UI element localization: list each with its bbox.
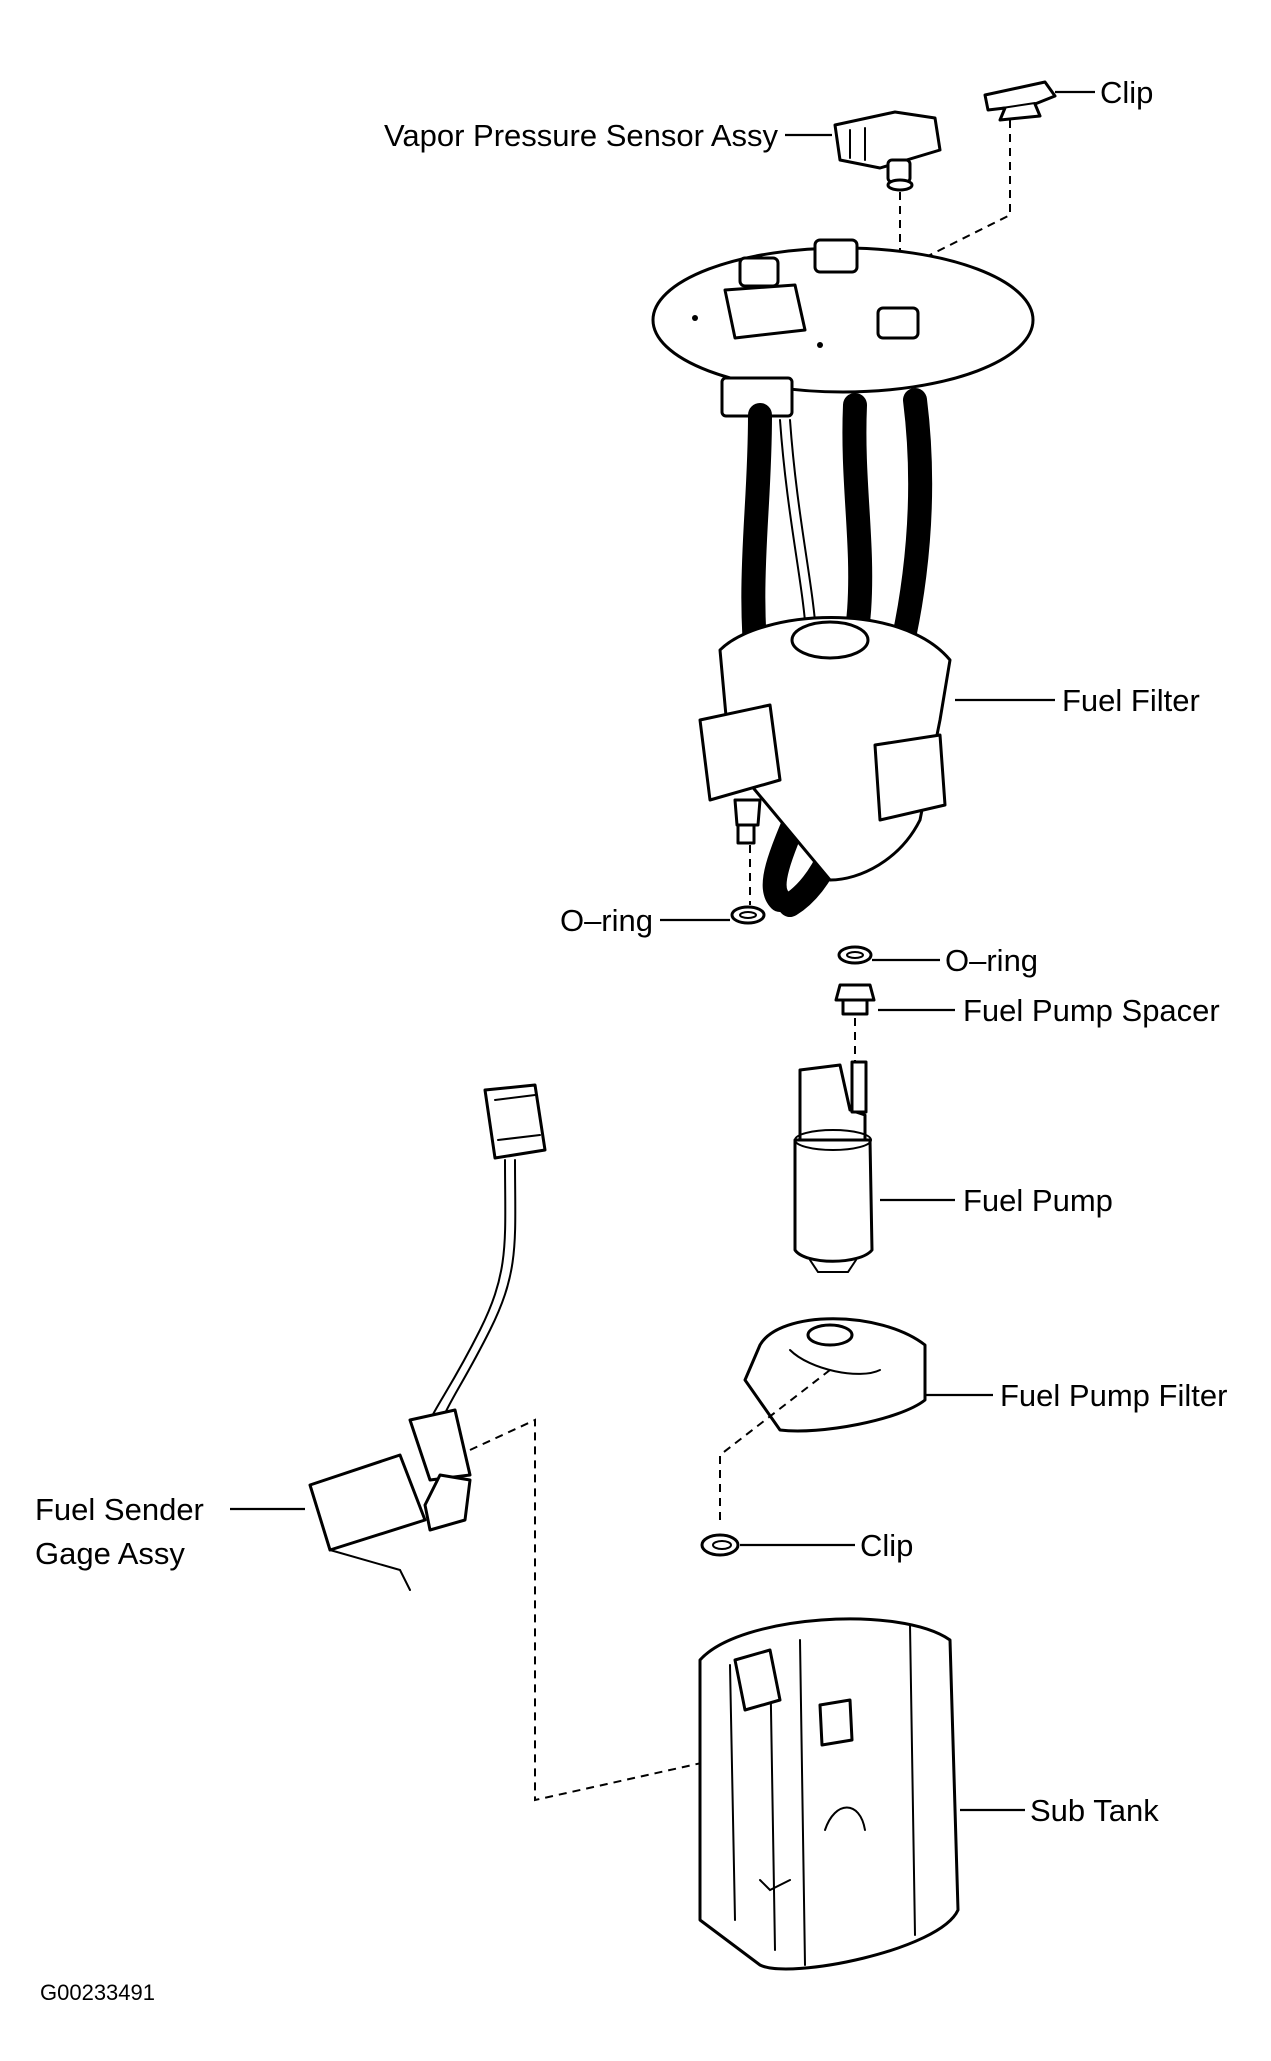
label-pump-spacer: Fuel Pump Spacer <box>963 993 1220 1028</box>
label-fuel-pump: Fuel Pump <box>963 1183 1113 1218</box>
label-fuel-filter: Fuel Filter <box>1062 683 1200 718</box>
label-clip-bottom: Clip <box>860 1528 913 1563</box>
sub-tank-part <box>698 1617 960 1971</box>
pump-flange-part <box>651 238 1035 418</box>
label-fuel-sender-line1: Fuel Sender <box>35 1492 204 1527</box>
figure-code: G00233491 <box>40 1980 155 2005</box>
vapor-pressure-sensor-part <box>833 110 942 192</box>
clip-top-part <box>983 80 1057 122</box>
fuel-sender-gage-part <box>308 1083 547 1591</box>
guide-fuel-sender <box>469 1418 716 1802</box>
label-vapor-sensor: Vapor Pressure Sensor Assy <box>384 118 778 153</box>
clip-bottom-part <box>700 1533 740 1557</box>
label-fuel-sender-line2: Gage Assy <box>35 1536 185 1571</box>
guide-clip-top <box>899 120 1011 271</box>
guide-pump-filter <box>719 1369 831 1520</box>
fuel-pump-part <box>793 1060 874 1273</box>
label-oring-left: O–ring <box>560 903 653 938</box>
label-pump-filter: Fuel Pump Filter <box>1000 1378 1227 1413</box>
label-clip-top: Clip <box>1100 75 1153 110</box>
fuel-pump-filter-part <box>743 1317 927 1433</box>
fuel-pump-spacer-part <box>834 983 876 1016</box>
oring-right-part <box>837 945 873 965</box>
label-sub-tank: Sub Tank <box>1030 1793 1159 1828</box>
oring-left-part <box>730 905 766 925</box>
label-oring-right: O–ring <box>945 943 1038 978</box>
fuel-filter-part <box>698 616 952 882</box>
